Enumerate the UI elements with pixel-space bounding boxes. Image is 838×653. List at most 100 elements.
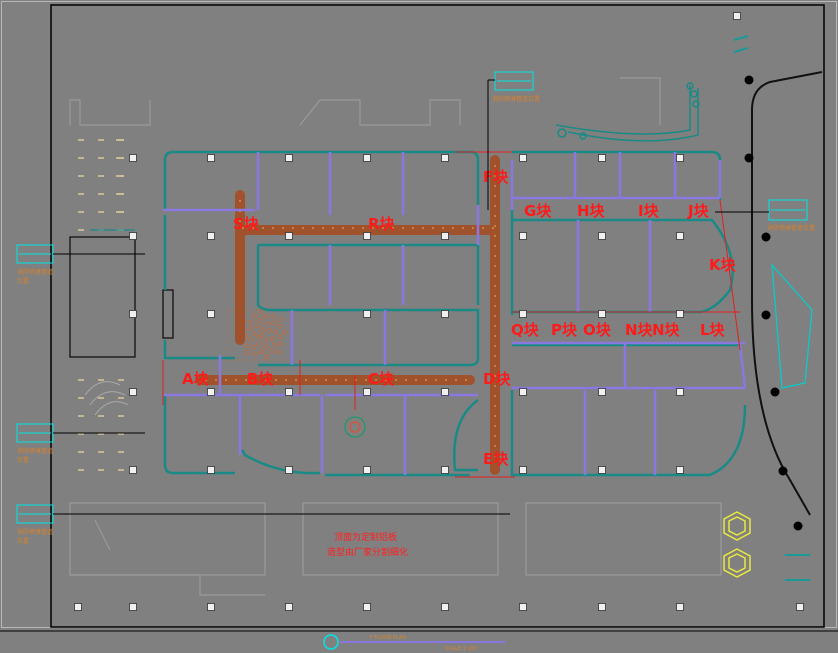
hatch-dot — [277, 334, 283, 340]
block-label-c: C块 — [368, 370, 395, 388]
block-label-r: R块 — [368, 215, 396, 233]
block-label-q: Q块 — [511, 321, 540, 339]
hatch-dot — [266, 327, 272, 333]
block-label-n-left: N块 — [625, 321, 654, 339]
block-label-k: K块 — [709, 256, 737, 274]
callout-left-3-line1: 消防喷淋管道 — [17, 528, 53, 536]
column-marker — [441, 310, 449, 318]
block-label-f: F块 — [483, 168, 509, 186]
drawing-frame — [1, 1, 837, 628]
callout-left-1-line2: 位置 — [17, 277, 29, 285]
column-marker — [441, 154, 449, 162]
hatch-dot — [252, 351, 258, 357]
column-marker — [285, 388, 293, 396]
hatch-dot — [269, 336, 275, 342]
block-label-l: L块 — [700, 321, 726, 339]
hatch-dot — [263, 354, 269, 360]
hatch-dot — [248, 319, 254, 325]
hatch-dot — [269, 348, 275, 354]
column-marker — [598, 388, 606, 396]
hatch-dot — [244, 343, 250, 349]
hex-lamps — [723, 511, 751, 578]
bollard-dot — [744, 75, 754, 85]
column-marker — [676, 388, 684, 396]
ceiling-note-line2: 造型由厂家分割细化 — [327, 546, 408, 558]
column-marker — [363, 310, 371, 318]
hatch-dot — [282, 329, 288, 335]
title-symbol — [323, 634, 339, 650]
block-label-n-right: N块 — [652, 321, 681, 339]
context-outlines — [69, 77, 722, 596]
round-feature — [344, 416, 366, 438]
bollard-dot — [793, 521, 803, 531]
column-marker — [129, 154, 137, 162]
left-stair — [84, 381, 129, 416]
hatch-dot — [264, 321, 270, 327]
column-marker — [598, 232, 606, 240]
block-label-j: J块 — [687, 202, 710, 220]
column-marker — [519, 154, 527, 162]
column-marker — [207, 154, 215, 162]
hatch-dot — [276, 349, 282, 355]
structural-columns — [74, 12, 804, 611]
bollard-dot — [761, 232, 771, 242]
column-marker — [519, 310, 527, 318]
column-marker — [363, 603, 371, 611]
column-marker — [363, 388, 371, 396]
drawing-title-scale: SCALE 1:100 — [445, 646, 477, 652]
callout-left-1: 消防喷淋管道 位置 — [16, 244, 145, 285]
column-marker — [441, 388, 449, 396]
ceiling-note-line1: 顶面为定制铝板 — [334, 531, 397, 543]
bollard-dot — [744, 153, 754, 163]
hatch-dot — [263, 337, 269, 343]
hatch-dot — [256, 335, 262, 341]
entrance-ramp — [555, 82, 700, 142]
column-marker — [363, 232, 371, 240]
callout-right: 消防喷淋管道位置 — [715, 199, 815, 232]
hatch-dot — [252, 313, 257, 319]
callout-right-text: 消防喷淋管道位置 — [767, 224, 815, 232]
left-fixtures — [78, 139, 124, 471]
block-label-h: H块 — [577, 202, 606, 220]
drawing-title-main: F FLOOR PLAN — [370, 635, 406, 641]
hatch-dot — [248, 337, 254, 343]
hatch-dot — [278, 317, 284, 323]
column-marker — [676, 603, 684, 611]
callout-left-2-line2: 位置 — [17, 456, 29, 464]
column-marker — [441, 466, 449, 474]
column-marker — [441, 603, 449, 611]
corridor-inner — [205, 165, 496, 465]
drawing-title: F FLOOR PLAN SCALE 1:100 — [323, 634, 505, 652]
block-label-s: S块 — [233, 215, 260, 233]
callout-left-2-line1: 消防喷淋管道 — [17, 447, 53, 455]
column-marker — [676, 310, 684, 318]
hatch-dot — [257, 317, 263, 323]
column-marker — [519, 466, 527, 474]
exterior-walls — [163, 150, 747, 477]
column-marker — [363, 466, 371, 474]
hatch-dot — [263, 314, 269, 320]
block-label-b: B块 — [247, 370, 274, 388]
column-marker — [598, 466, 606, 474]
partitions — [163, 152, 747, 475]
teal-ticks — [733, 35, 810, 581]
column-marker — [207, 466, 215, 474]
hatch-dot — [273, 329, 279, 335]
callout-left-3-line2: 位置 — [17, 537, 29, 545]
callout-left-1-line1: 消防喷淋管道 — [17, 268, 53, 276]
column-marker — [207, 232, 215, 240]
hatch-dot — [259, 349, 264, 355]
callout-left-3: 消防喷淋管道 位置 — [16, 504, 510, 545]
column-marker — [733, 12, 741, 20]
hatch-dot — [278, 341, 284, 347]
column-marker — [129, 232, 137, 240]
column-marker — [129, 388, 137, 396]
block-label-g: G块 — [524, 202, 552, 220]
hatch-dot — [260, 327, 265, 332]
column-marker — [519, 232, 527, 240]
column-marker — [285, 232, 293, 240]
bollard-dot — [761, 310, 771, 320]
column-marker — [285, 603, 293, 611]
hatch-dot — [254, 323, 260, 329]
